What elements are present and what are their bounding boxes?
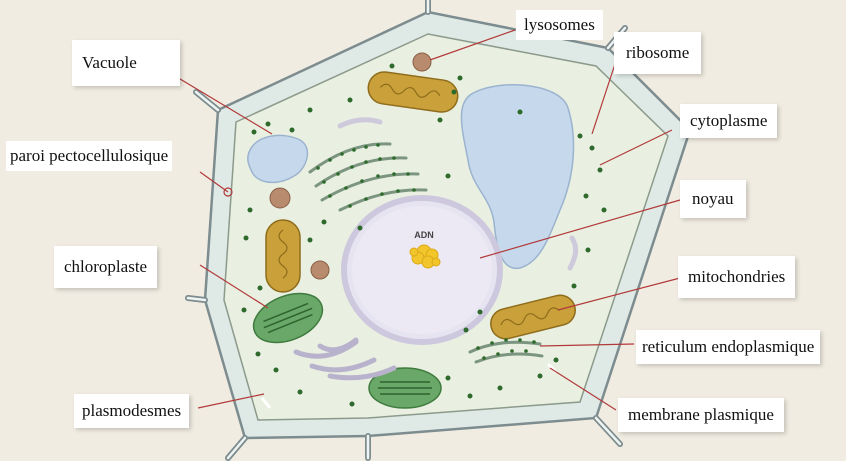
nucleus-inner <box>352 206 492 334</box>
label-plasmodesmes: plasmodesmes <box>74 394 189 428</box>
label-ribosome: ribosome <box>614 32 701 74</box>
label-membrane: membrane plasmique <box>618 398 784 432</box>
mitochondrion-left <box>266 220 300 292</box>
label-paroi: paroi pectocellulosique <box>6 141 172 171</box>
lysosome-mid <box>270 188 290 208</box>
label-chloroplaste: chloroplaste <box>54 246 157 288</box>
label-reticulum: reticulum endoplasmique <box>636 330 820 364</box>
label-vacuole: Vacuole <box>72 40 180 86</box>
label-lysosomes: lysosomes <box>516 10 603 40</box>
label-mitochondries: mitochondries <box>678 256 795 298</box>
label-cytoplasme: cytoplasme <box>680 104 777 138</box>
dna-label: ADN <box>414 230 434 240</box>
lysosome-top <box>413 53 431 71</box>
label-noyau: noyau <box>680 180 746 218</box>
lysosome-low <box>311 261 329 279</box>
